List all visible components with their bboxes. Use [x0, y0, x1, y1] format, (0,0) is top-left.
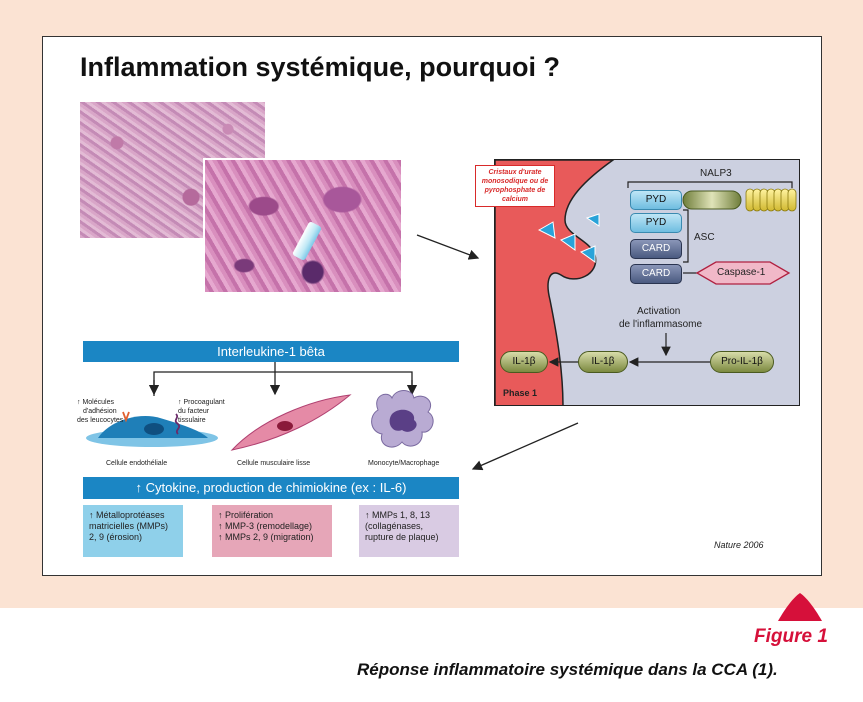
info-pink-line-3: ↑ MMPs 2, 9 (migration) — [218, 532, 314, 542]
figure-marker-icon — [778, 593, 822, 621]
asc-card-domain: CARD — [630, 239, 682, 259]
muscle-label: Cellule musculaire lisse — [237, 460, 311, 467]
il1b-out-pill: IL-1β — [500, 351, 548, 373]
cell-membrane-drawing — [495, 160, 615, 405]
monocyte-label: Monocyte/Macrophage — [368, 460, 440, 467]
adhesion-annotation: ↑ Molécules d'adhésion des leucocytes — [77, 398, 123, 425]
info-blue-line-3: 2, 9 (érosion) — [89, 532, 143, 542]
info-purple-line-3: rupture de plaque) — [365, 532, 439, 542]
figure-label: Figure 1 — [754, 626, 828, 647]
info-box-pink: ↑ Prolifération ↑ MMP-3 (remodellage) ↑ … — [212, 505, 332, 557]
endothelial-label: Cellule endothéliale — [106, 460, 168, 467]
info-box-purple: ↑ MMPs 1, 8, 13 (collagénases, rupture d… — [359, 505, 459, 557]
asc-pyd-domain: PYD — [630, 213, 682, 233]
adhesion-line-3: des leucocytes — [77, 417, 124, 424]
cytokine-bar: ↑ Cytokine, production de chimiokine (ex… — [83, 477, 459, 499]
il1b-mid-pill: IL-1β — [578, 351, 628, 373]
smooth-muscle-cell — [230, 394, 352, 451]
procoag-annotation: ↑ Procoagulant du facteur tissulaire — [178, 398, 225, 425]
asc-label: ASC — [694, 232, 715, 243]
interleukin-bar: Interleukine-1 bêta — [83, 341, 459, 362]
procoag-line-2: du facteur — [178, 408, 210, 415]
caspase-label: Caspase-1 — [717, 267, 766, 278]
caspase-card-domain: CARD — [630, 264, 682, 284]
activation-label-1: Activation — [637, 306, 681, 317]
info-purple-line-2: (collagénases, — [365, 521, 424, 531]
crystal-tag: Cristaux d'urate monosodique ou de pyrop… — [475, 165, 555, 207]
phase-label: Phase 1 — [503, 388, 538, 398]
crystal-shapes — [537, 213, 600, 263]
adhesion-line-2: d'adhésion — [83, 408, 117, 415]
procoag-line-1: ↑ Procoagulant — [178, 399, 225, 406]
histology-image-high-mag — [203, 158, 403, 294]
figure-caption: Réponse inflammatoire systémique dans la… — [357, 660, 778, 679]
nalp3-pyd-domain: PYD — [630, 190, 682, 210]
source-label: Nature 2006 — [714, 540, 764, 550]
lrr-domain — [745, 188, 797, 212]
procoag-line-3: tissulaire — [178, 417, 206, 424]
info-purple-line-1: ↑ MMPs 1, 8, 13 — [365, 510, 431, 520]
nalp3-label: NALP3 — [700, 168, 732, 179]
info-pink-line-1: ↑ Prolifération — [218, 510, 274, 520]
info-pink-line-2: ↑ MMP-3 (remodellage) — [218, 521, 313, 531]
activation-label-2: de l'inflammasome — [619, 319, 703, 330]
endothelial-cell — [86, 411, 218, 447]
info-blue-line-1: ↑ Métalloprotéases — [89, 510, 165, 520]
info-blue-line-2: matricielles (MMPs) — [89, 521, 169, 531]
figure-title: Inflammation systémique, pourquoi ? — [80, 52, 561, 82]
monocyte-cell — [371, 390, 434, 448]
adhesion-line-1: ↑ Molécules — [77, 399, 114, 406]
pro-il1b-pill: Pro-IL-1β — [710, 351, 774, 373]
info-box-blue: ↑ Métalloprotéases matricielles (MMPs) 2… — [83, 505, 183, 557]
